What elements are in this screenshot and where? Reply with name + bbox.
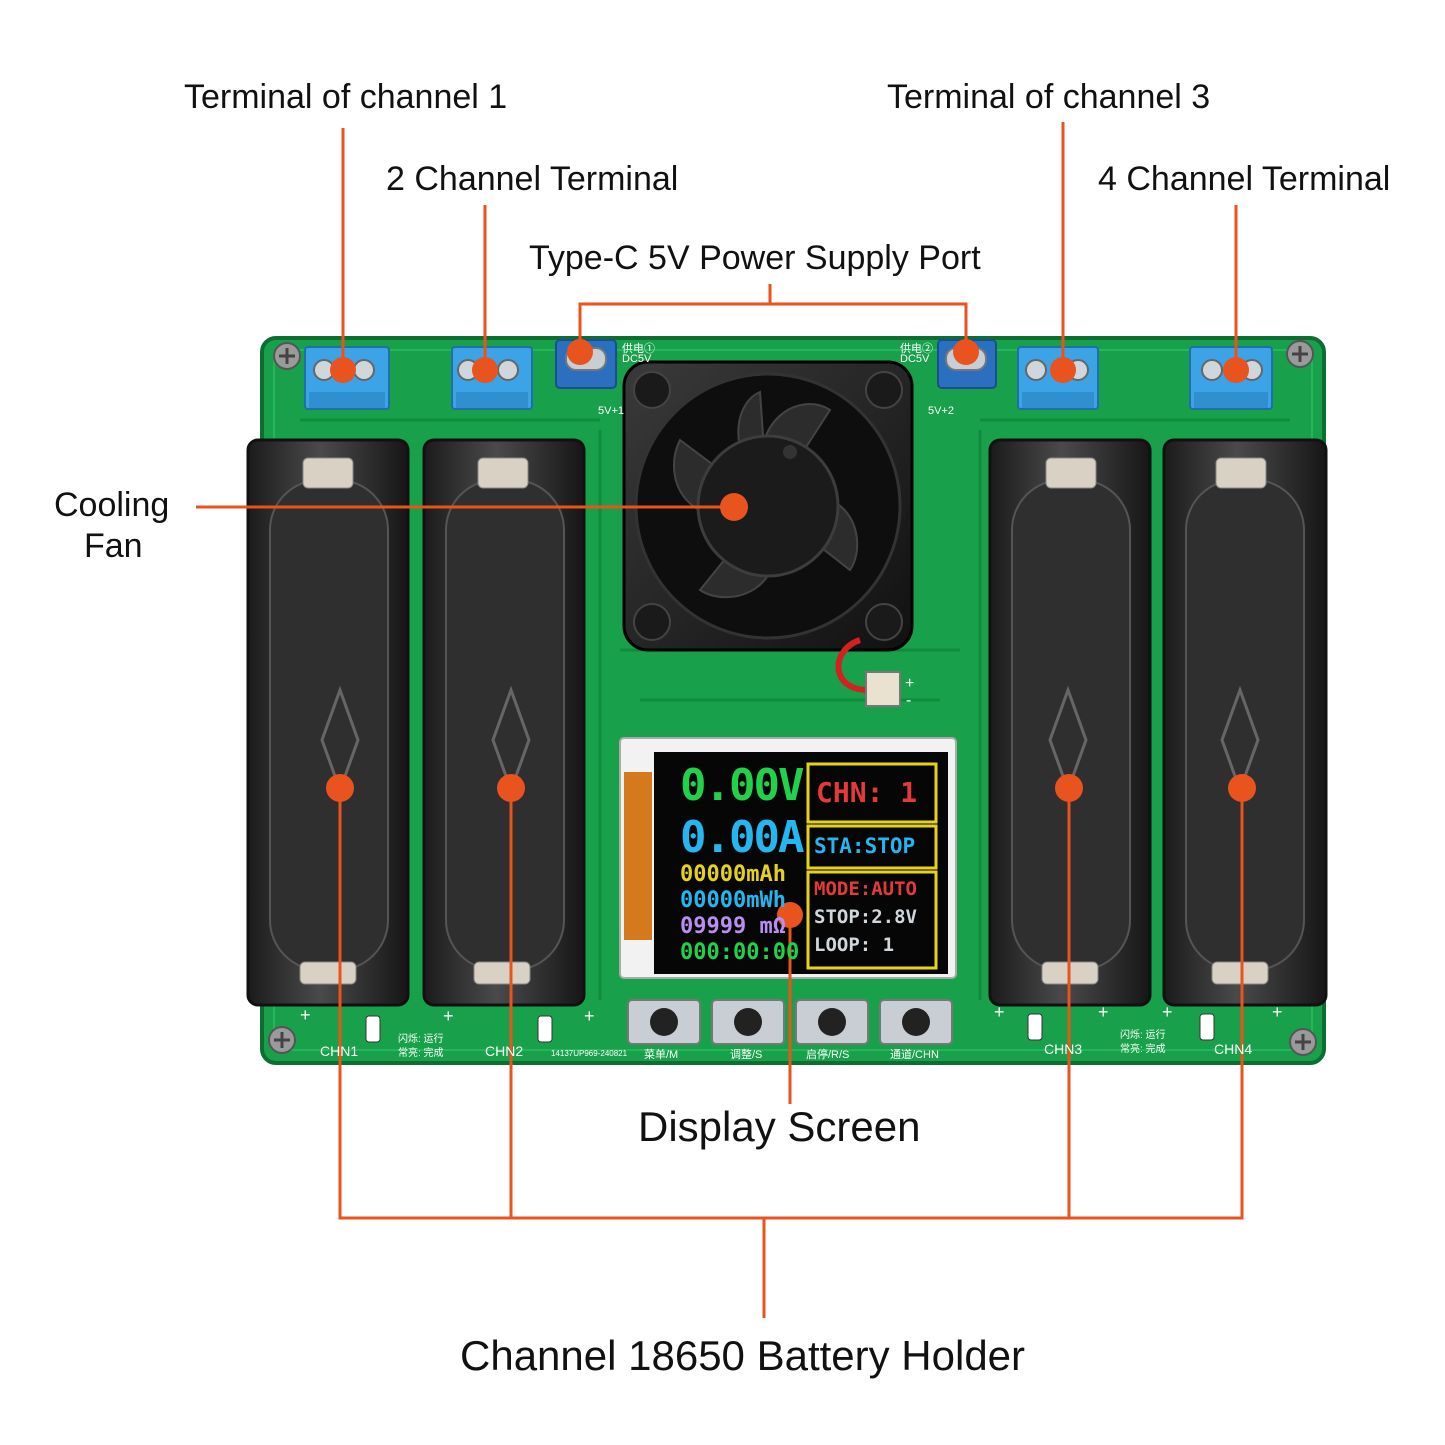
channel-label-1: CHN1 (320, 1043, 359, 1059)
board-serial: 14137UP969-240821 (551, 1049, 628, 1058)
lcd-loop: LOOP: 1 (814, 934, 895, 956)
screw-icon (1286, 340, 1314, 368)
button-label-adjust: 调整/S (730, 1049, 763, 1061)
leader-dots (326, 339, 1256, 928)
button-label-channel: 通道/CHN (890, 1049, 939, 1061)
button-label-menu: 菜单/M (644, 1049, 679, 1061)
status-legend-left-1: 闪烁: 运行 (398, 1034, 444, 1045)
plus-marker: + (584, 1006, 595, 1026)
callout-terminal-ch3: Terminal of channel 3 (887, 78, 1211, 116)
led-icon (1199, 1013, 1215, 1041)
battery-holder-ch1 (246, 438, 410, 1007)
lcd-capacity: 00000mAh (680, 862, 786, 887)
button-label-start-stop: 启停/R/S (806, 1049, 850, 1061)
plus-marker: + (1162, 1002, 1173, 1022)
callout-display-screen: Display Screen (638, 1103, 921, 1150)
screw-icon (1289, 1028, 1317, 1056)
status-legend-right-2: 常亮: 完成 (1120, 1044, 1166, 1055)
plus-marker: + (905, 675, 915, 692)
status-legend-left-2: 常亮: 完成 (398, 1048, 444, 1059)
power-label-right: 5V+2 (928, 405, 954, 417)
tactile-button-channel[interactable] (879, 999, 953, 1045)
plus-marker: + (1272, 1002, 1283, 1022)
channel-label-2: CHN2 (485, 1043, 524, 1059)
lcd-display (619, 737, 957, 979)
lcd-current: 0.00A (680, 812, 804, 863)
minus-marker: - (906, 692, 912, 709)
lcd-time: 000:00:00 (680, 940, 800, 965)
cooling-fan-icon (622, 360, 914, 707)
led-icon (365, 1015, 381, 1043)
callout-cooling-fan-line2: Fan (84, 527, 143, 565)
callout-battery-holder: Channel 18650 Battery Holder (460, 1332, 1026, 1379)
lcd-stop: STOP:2.8V (814, 906, 917, 928)
battery-holder-ch2 (422, 438, 586, 1007)
tactile-button-menu[interactable] (627, 999, 701, 1045)
lcd-status: STA:STOP (814, 834, 916, 858)
plus-marker: + (443, 1006, 454, 1026)
screw-icon (273, 342, 301, 370)
callout-terminal-ch1: Terminal of channel 1 (184, 78, 508, 116)
battery-holder-ch3 (988, 438, 1152, 1007)
lcd-channel: CHN: 1 (816, 776, 918, 809)
callout-terminal-ch4: 4 Channel Terminal (1098, 160, 1391, 198)
typec-right-silkscreen-1: 供电② (900, 343, 933, 355)
lcd-voltage: 0.00V (680, 760, 804, 811)
lcd-resistance: 09999 mΩ (680, 914, 786, 939)
screw-icon (268, 1026, 296, 1054)
typec-right-silkscreen-2: DC5V (900, 353, 930, 365)
tactile-button-start-stop[interactable] (795, 999, 869, 1045)
tactile-button-adjust[interactable] (711, 999, 785, 1045)
lcd-energy: 00000mWh (680, 888, 786, 913)
typec-left-silkscreen-2: DC5V (622, 353, 652, 365)
channel-label-3: CHN3 (1044, 1041, 1083, 1057)
callout-cooling-fan-line1: Cooling (54, 486, 170, 524)
typec-left-silkscreen-1: 供电① (622, 343, 655, 355)
plus-marker: + (994, 1002, 1005, 1022)
channel-label-4: CHN4 (1214, 1041, 1253, 1057)
power-label-left: 5V+1 (598, 405, 624, 417)
lcd-mode: MODE:AUTO (814, 878, 917, 900)
battery-holder-ch4 (1162, 438, 1328, 1007)
led-icon (537, 1015, 553, 1043)
plus-marker: + (1098, 1002, 1109, 1022)
plus-marker: + (300, 1005, 311, 1025)
led-icon (1027, 1013, 1043, 1041)
callout-terminal-ch2: 2 Channel Terminal (386, 160, 679, 198)
status-legend-right-1: 闪烁: 运行 (1120, 1030, 1166, 1041)
leader-lines (196, 122, 1244, 1318)
callout-typec-port: Type-C 5V Power Supply Port (529, 239, 981, 277)
